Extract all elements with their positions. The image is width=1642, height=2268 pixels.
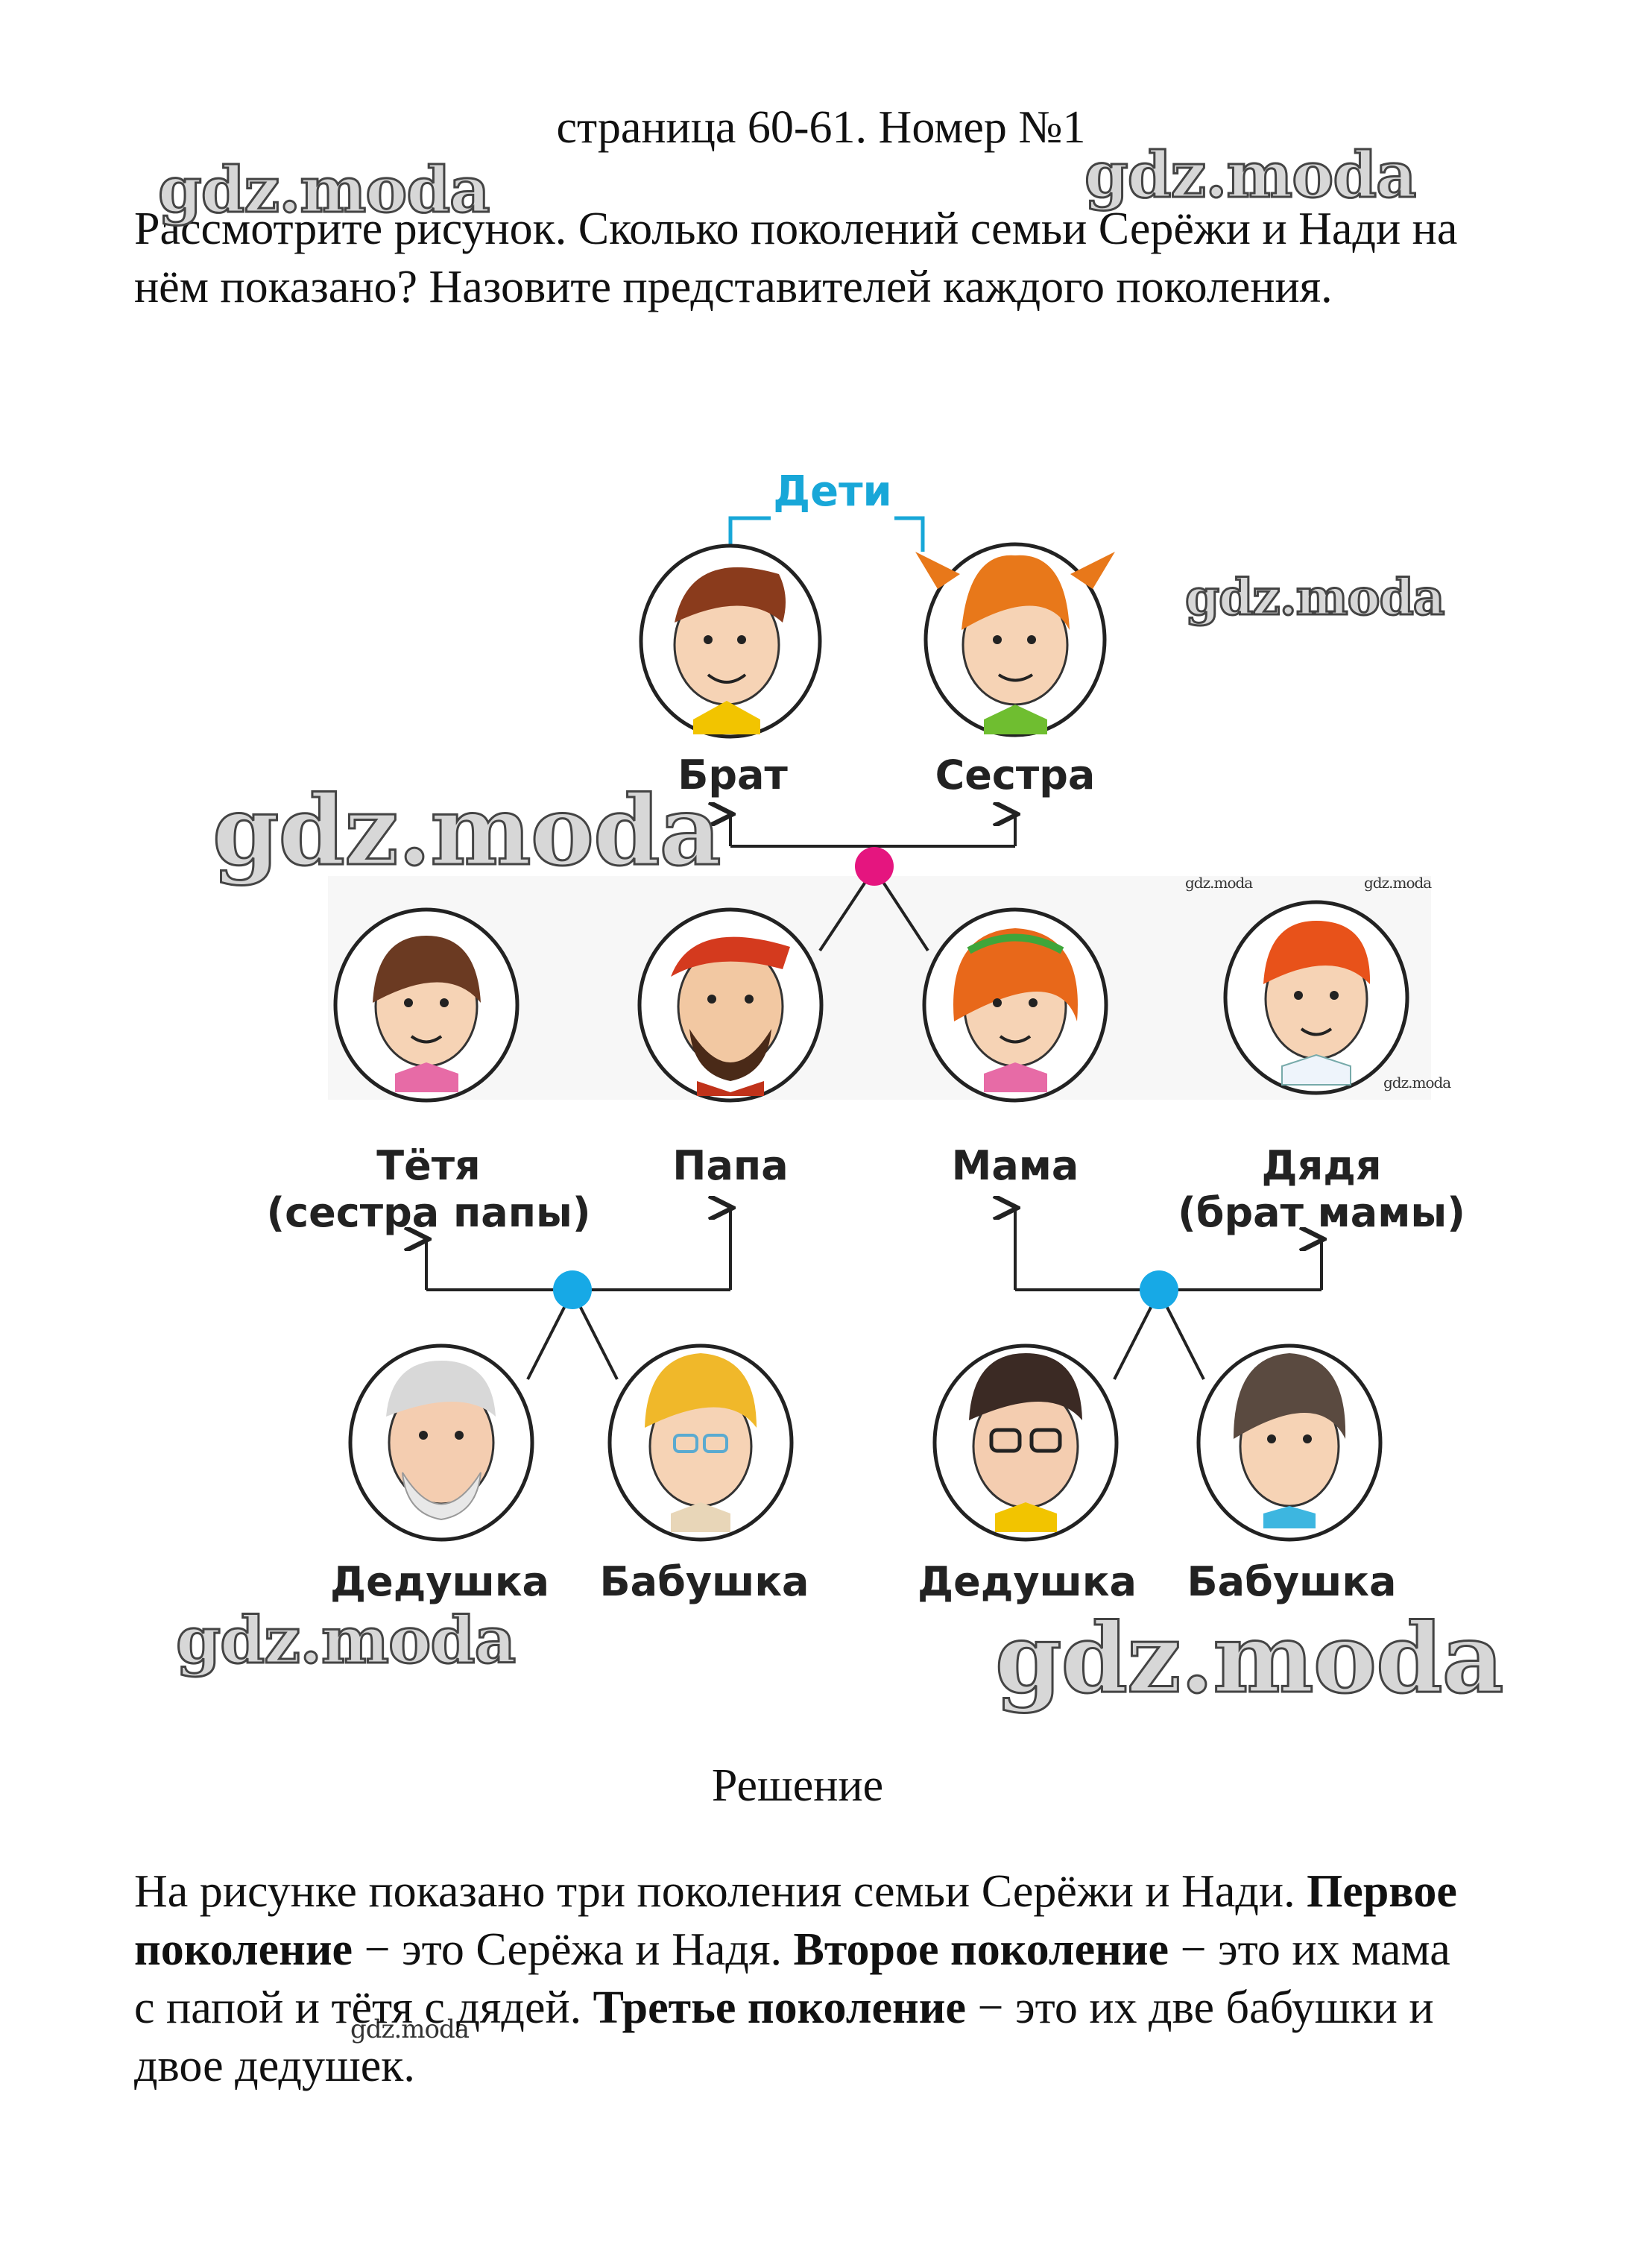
answer-bold-first-generation: Первое поколение: [134, 1866, 1457, 1975]
answer-bold-third-generation: Третье поколение: [593, 1982, 967, 2033]
watermark: gdz.moda: [174, 1602, 517, 1680]
father-portrait: [637, 907, 824, 1103]
answer-part: − это их мама с папой и тётя с дядей.: [134, 1924, 1450, 2033]
grandmother-2-portrait: [1196, 1344, 1383, 1542]
brother-label: Брат: [678, 752, 788, 798]
watermark: gdz.moda: [1083, 137, 1417, 213]
parents-marriage-dot: [855, 847, 894, 886]
watermark: gdz.moda: [212, 775, 722, 889]
task-text: Рассмотрите рисунок. Сколько поколений с…: [134, 204, 1458, 312]
watermark: gdz.moda: [1185, 874, 1253, 892]
children-label: Дети: [773, 467, 892, 516]
watermark: gdz.moda: [157, 152, 490, 228]
father-label: Папа: [672, 1142, 788, 1189]
uncle-note: (брат мамы): [1178, 1189, 1465, 1236]
aunt-label: Тётя: [376, 1142, 480, 1189]
answer-text: На рисунке показано три поколения семьи …: [134, 1862, 1476, 2095]
children-bracket: [728, 516, 925, 552]
mother-portrait: [922, 907, 1108, 1103]
answer-part: − это их две бабушки и двое дедушек.: [134, 1982, 1434, 2091]
page-header: страница 60-61. Номер №1: [556, 102, 1086, 153]
sister-portrait: [915, 542, 1115, 737]
answer-bold-second-generation: Второе поколение: [793, 1924, 1169, 1975]
grandfather-1-label: Дедушка: [330, 1558, 549, 1605]
sister-label: Сестра: [935, 752, 1096, 798]
uncle-label: Дядя: [1261, 1142, 1381, 1189]
right-grandparents-marriage-dot: [1140, 1270, 1178, 1309]
grandmother-2-label: Бабушка: [1187, 1558, 1397, 1605]
family-tree-figure: Дети Брат Сестра: [266, 467, 1465, 1605]
uncle-portrait: [1223, 900, 1409, 1095]
grandmother-1-portrait: [607, 1344, 794, 1542]
aunt-portrait: [333, 907, 520, 1103]
watermark: gdz.moda: [1184, 567, 1447, 628]
grandmother-1-label: Бабушка: [600, 1558, 809, 1605]
aunt-note: (сестра папы): [266, 1189, 590, 1236]
grandfather-2-portrait: [932, 1344, 1119, 1542]
watermark: gdz.moda: [1364, 874, 1432, 892]
brother-portrait: [639, 544, 822, 739]
answer-part: На рисунке показано три поколения семьи …: [134, 1866, 1307, 1917]
mother-label: Мама: [952, 1142, 1079, 1189]
solution-title: Решение: [711, 1760, 884, 1811]
watermark: gdz.moda: [994, 1602, 1505, 1716]
grandfather-2-label: Дедушка: [918, 1558, 1137, 1605]
watermark: gdz.moda: [350, 2015, 470, 2044]
answer-part: − это Серёжа и Надя.: [353, 1924, 794, 1975]
grandfather-1-portrait: [348, 1344, 534, 1542]
left-grandparents-marriage-dot: [553, 1270, 592, 1309]
watermark: gdz.moda: [1383, 1074, 1451, 1092]
